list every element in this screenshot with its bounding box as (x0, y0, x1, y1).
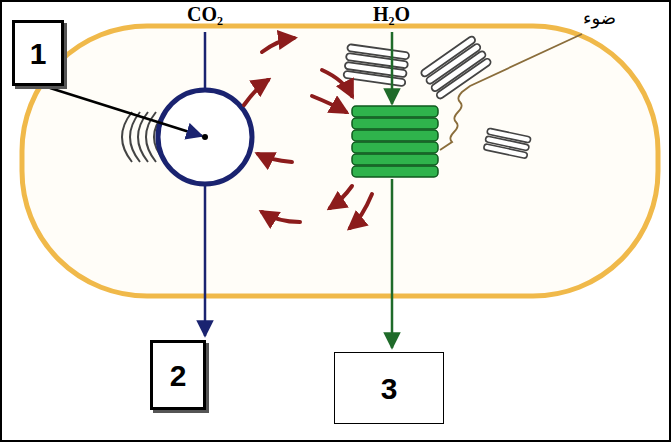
grana-stack (483, 128, 531, 159)
callout-box: 3 (334, 352, 444, 424)
substance-label: CO₂ (185, 3, 225, 25)
chloroplast-stack (352, 106, 438, 177)
output-arrow (391, 179, 394, 348)
cell-wall (22, 26, 658, 296)
organelle-circle (158, 90, 252, 184)
substance-label: H₂O (371, 3, 412, 25)
callout-box: 2 (150, 340, 206, 410)
grana-stack (343, 44, 409, 86)
output-arrow (204, 186, 207, 336)
grana-stack (420, 35, 492, 100)
leader-line (50, 88, 202, 136)
water-arrow (391, 32, 394, 104)
light-ray (440, 34, 582, 150)
co2-line (204, 32, 207, 88)
callout-box: 1 (12, 20, 64, 86)
callout-number: 2 (170, 359, 187, 392)
callout-number: 1 (30, 37, 47, 70)
leader-dot (202, 134, 208, 140)
substance-label: ضوء (581, 8, 618, 28)
cycle-arrows (244, 38, 372, 228)
callout-number: 3 (381, 372, 398, 405)
